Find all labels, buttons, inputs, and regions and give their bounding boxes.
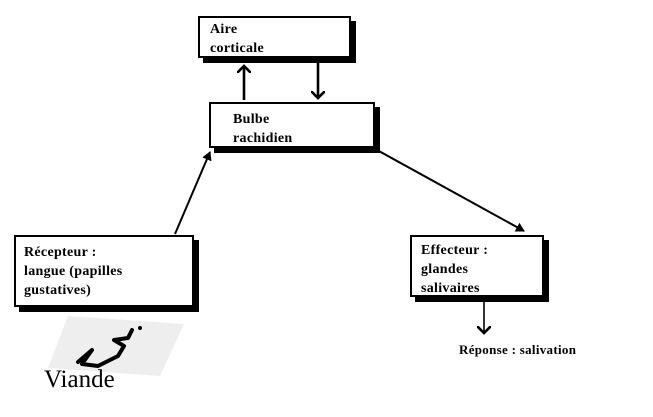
arrow-bulbe-to-effector	[376, 149, 525, 232]
effector-line-2: glandes	[421, 262, 469, 277]
receptor-line-1: Récepteur :	[24, 245, 97, 260]
receptor-line-2: langue (papilles	[24, 264, 123, 279]
meat-image-squiggle	[76, 328, 134, 368]
receptor-line-3: gustatives)	[24, 283, 92, 298]
receptor-box: Récepteur : langue (papilles gustatives)	[14, 235, 194, 307]
cortex-line-2: corticale	[210, 41, 264, 56]
effector-box: Effecteur : glandes salivaires	[410, 235, 544, 297]
bulbe-line-2: rachidien	[233, 131, 293, 146]
arrow-receptor-to-bulbe	[174, 151, 212, 235]
bulbe-box: Bulbe rachidien	[209, 102, 375, 148]
cortex-box: Aire corticale	[198, 16, 351, 58]
stimulus-label: Viande	[44, 366, 115, 393]
meat-image	[48, 316, 184, 376]
response-label: Réponse : salivation	[459, 342, 577, 357]
effector-line-3: salivaires	[421, 281, 480, 296]
meat-image-dot	[138, 326, 142, 330]
effector-line-1: Effecteur :	[421, 243, 489, 258]
bulbe-line-1: Bulbe	[233, 112, 270, 127]
cortex-line-1: Aire	[210, 22, 238, 37]
